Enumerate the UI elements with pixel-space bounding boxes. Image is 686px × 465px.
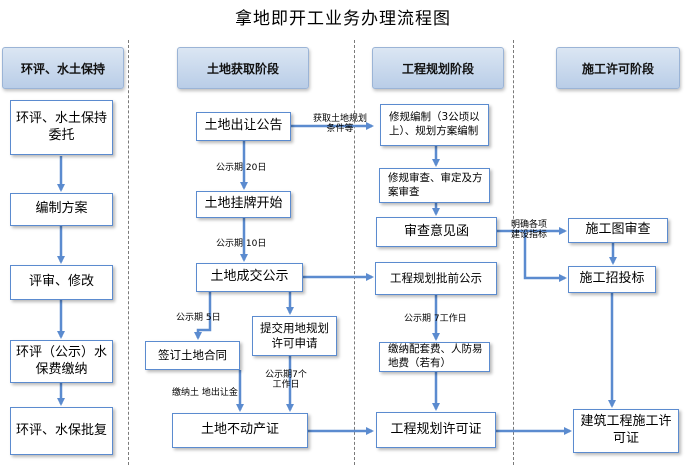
box-env-entrust: 环评、水土保持委托: [10, 100, 113, 155]
box-revise-plan: 修规编制（3公顷以上）、规划方案编制: [380, 104, 489, 146]
column-header-construction: 施工许可阶段: [556, 47, 680, 89]
column-divider: [513, 40, 514, 465]
flow-arrow: [194, 292, 212, 340]
box-bidding: 施工招投标: [568, 266, 656, 293]
box-pay-fees: 缴纳配套费、人防易地费（若有）: [379, 342, 490, 372]
label-publicity-7: 公示期 7工作日: [404, 314, 467, 324]
box-land-deal: 土地成交公示: [196, 263, 303, 292]
label-get-conditions: 获取土地规划条件等: [313, 114, 368, 135]
label-publicity-7-workdays: 公示期7个工作日: [265, 370, 307, 391]
box-land-listing: 土地挂牌开始: [196, 191, 291, 218]
column-divider: [128, 40, 129, 465]
page-title: 拿地即开工业务办理流程图: [235, 9, 451, 29]
column-header-land: 土地获取阶段: [177, 47, 309, 89]
label-publicity-20: 公示期 20日: [216, 163, 267, 173]
box-compile-plan: 编制方案: [10, 193, 113, 226]
box-planning-permit: 工程规划许可证: [376, 412, 496, 448]
box-review-letter: 审查意见函: [376, 217, 497, 247]
box-construction-permit: 建筑工程施工许可证: [573, 409, 679, 453]
flow-arrow: [523, 231, 567, 282]
box-review-plan: 修规审查、审定及方案审查: [379, 168, 490, 203]
box-approval: 环评、水保批复: [10, 407, 113, 455]
box-publicity-pay: 环评（公示）水保费缴纳: [10, 340, 113, 383]
box-pre-approval: 工程规划批前公示: [375, 262, 497, 295]
label-publicity-10: 公示期 10日: [216, 239, 267, 249]
box-sign-contract: 签订土地合同: [145, 341, 240, 370]
column-divider: [354, 40, 355, 465]
box-submit-planning: 提交用地规划许可申请: [252, 316, 337, 356]
label-specify-indicators: 明确各项建设指标: [510, 220, 547, 241]
box-review-modify: 评审、修改: [10, 265, 113, 300]
box-property-cert: 土地不动产证: [172, 413, 308, 448]
box-land-notice: 土地出让公告: [196, 112, 291, 141]
label-publicity-5: 公示期 5日: [176, 313, 221, 323]
column-header-env: 环评、水土保持: [2, 47, 124, 89]
column-header-planning: 工程规划阶段: [372, 47, 504, 89]
label-pay-land-fee: 缴纳土 地出让金: [172, 388, 238, 398]
box-drawing-review: 施工图审查: [568, 218, 668, 243]
